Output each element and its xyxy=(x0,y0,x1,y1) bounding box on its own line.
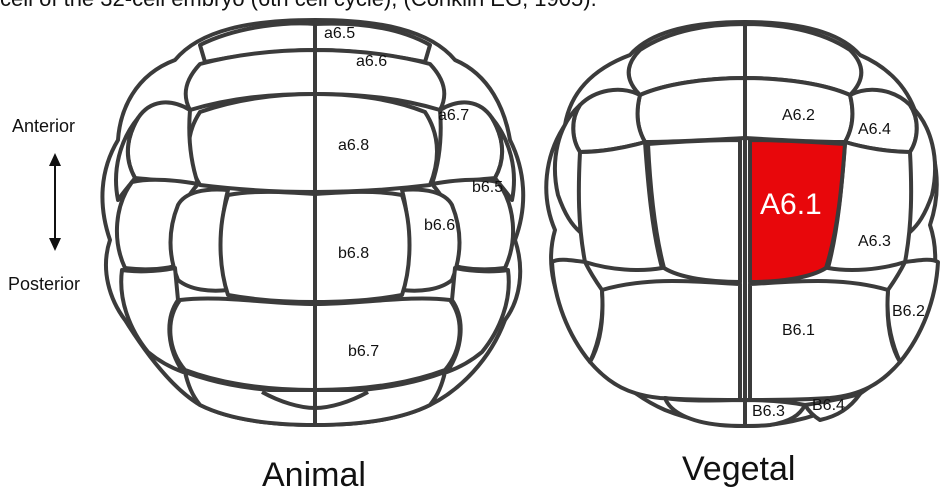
label-B6.2: B6.2 xyxy=(892,303,925,320)
label-b6.6: b6.6 xyxy=(424,217,455,234)
label-A6.2: A6.2 xyxy=(782,107,815,124)
label-a6.8: a6.8 xyxy=(338,137,369,154)
label-A6.3: A6.3 xyxy=(858,233,891,250)
vcell-bottom-left xyxy=(665,398,745,426)
label-A6.4: A6.4 xyxy=(858,121,891,138)
caption-vegetal: Vegetal xyxy=(682,450,795,488)
label-posterior: Posterior xyxy=(8,274,80,294)
label-anterior: Anterior xyxy=(12,116,75,136)
label-B6.3: B6.3 xyxy=(752,403,785,420)
vcell-A6.4-left xyxy=(573,90,645,152)
label-B6.4: B6.4 xyxy=(812,397,845,414)
label-b6.8: b6.8 xyxy=(338,245,369,262)
arrow-down-icon xyxy=(49,238,61,251)
animal-embryo xyxy=(102,20,523,425)
label-b6.5: b6.5 xyxy=(472,179,503,196)
vcell-A6.1-left xyxy=(648,140,740,282)
cell-a6.8 xyxy=(189,94,437,192)
cell-a6.7-left xyxy=(128,102,198,184)
arrow-up-icon xyxy=(49,153,61,166)
label-B6.1: B6.1 xyxy=(782,322,815,339)
vcell-B6.1-left xyxy=(590,281,740,400)
vegetal-embryo xyxy=(546,22,938,426)
label-a6.6: a6.6 xyxy=(356,53,387,70)
label-b6.7: b6.7 xyxy=(348,343,379,360)
label-a6.7: a6.7 xyxy=(438,107,469,124)
caption-animal: Animal xyxy=(262,456,366,490)
vcell-B6.1 xyxy=(750,281,900,400)
label-A6.1: A6.1 xyxy=(760,188,822,221)
label-a6.5: a6.5 xyxy=(324,25,355,42)
